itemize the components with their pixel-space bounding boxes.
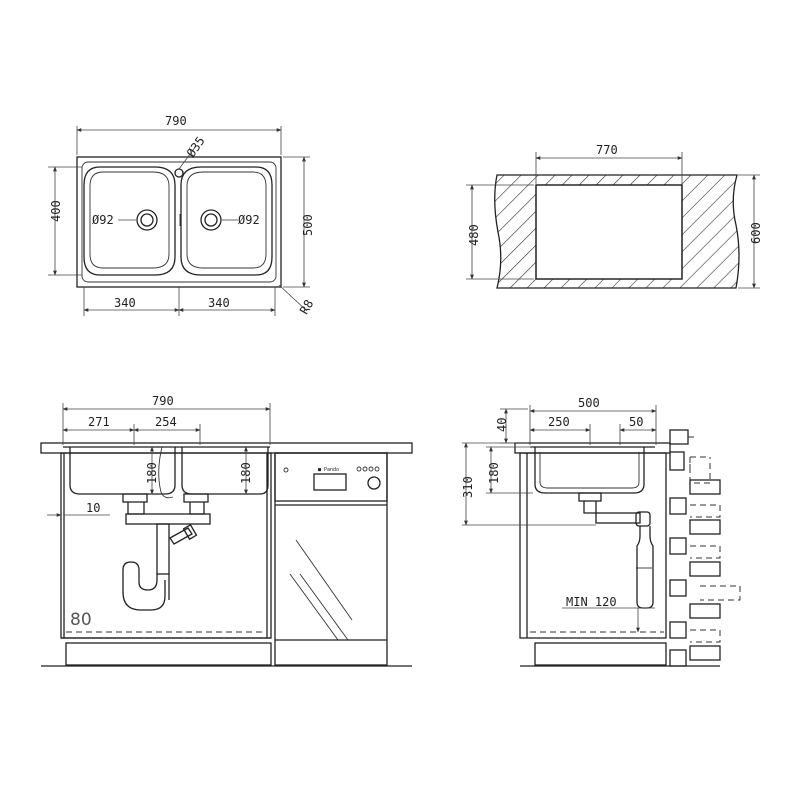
- wall-bricks: [669, 429, 741, 667]
- dim-bowl-width-left: 340: [114, 296, 136, 310]
- cutout-opening: [535, 184, 683, 280]
- cabinet-size-label: 80: [70, 610, 92, 630]
- top-view: 790 Ø35 400 500 Ø92 Ø92 340 340 R8: [48, 114, 316, 317]
- dim-total-height: 310: [461, 476, 475, 498]
- siphon-side: [636, 526, 654, 609]
- right-bowl-front: [181, 447, 269, 495]
- dishwasher: [274, 452, 388, 666]
- dim-drain-offset: 250: [548, 415, 570, 429]
- dim-side-bowl-height: 180: [487, 462, 501, 484]
- drain-right-icon: [200, 209, 222, 231]
- dim-bowl-height-right: 180: [239, 462, 253, 484]
- dim-drain-right: Ø92: [238, 213, 260, 227]
- dim-side-depth: 500: [578, 396, 600, 410]
- countertop-front: [40, 442, 413, 454]
- dim-front-width: 790: [152, 394, 174, 408]
- drain-left-icon: [136, 209, 158, 231]
- left-bowl-top: [83, 166, 176, 276]
- front-view: ■ Pando 790 271 254 180 180 10 80: [40, 394, 413, 667]
- dim-bowl-depth: 400: [49, 200, 63, 222]
- dim-rim-height: 40: [495, 418, 509, 432]
- tap-hole: [174, 168, 184, 178]
- counter-hatch: [494, 174, 740, 289]
- dim-left-offset: 271: [88, 415, 110, 429]
- left-bowl-front: [69, 447, 176, 495]
- dim-bowl-width-right: 340: [208, 296, 230, 310]
- dim-corner-radius: R8: [297, 297, 316, 317]
- dim-top-width: 790: [165, 114, 187, 128]
- dim-tap-hole: Ø35: [184, 134, 208, 160]
- countertop-side: [514, 442, 671, 454]
- dim-cutout-width: 770: [596, 143, 618, 157]
- side-view: 500 250 50 40 180 310 MIN 120: [461, 396, 741, 667]
- dim-side-gap: 10: [86, 501, 100, 515]
- dim-drain-left: Ø92: [92, 213, 114, 227]
- svg-text:■ Pando: ■ Pando: [318, 467, 339, 473]
- right-bowl-top: [180, 166, 273, 276]
- cutout-view: 770 480 600: [466, 143, 763, 289]
- dim-bowl-gap: 254: [155, 415, 177, 429]
- siphon-trap: [122, 561, 166, 611]
- dim-min-clearance: MIN 120: [566, 595, 617, 609]
- dim-bowl-height-left: 180: [145, 462, 159, 484]
- dim-cutout-depth: 480: [467, 224, 481, 246]
- dim-cabinet-depth: 600: [749, 222, 763, 244]
- bowl-side: [534, 447, 645, 494]
- dim-top-depth: 500: [301, 214, 315, 236]
- dim-back-offset: 50: [629, 415, 643, 429]
